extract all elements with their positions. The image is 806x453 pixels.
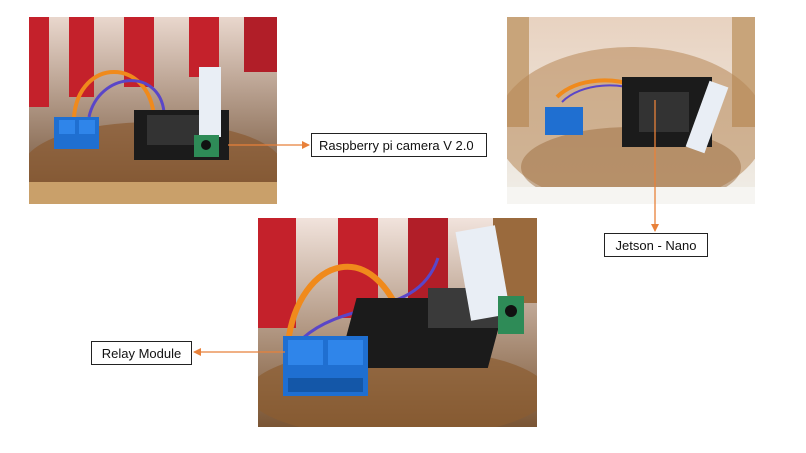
- photo-bottom: [258, 218, 537, 427]
- photo-top-right: [507, 17, 755, 204]
- label-jetson: Jetson - Nano: [604, 233, 708, 257]
- label-relay: Relay Module: [91, 341, 192, 365]
- photo-top-left: [29, 17, 277, 204]
- label-camera: Raspberry pi camera V 2.0: [311, 133, 487, 157]
